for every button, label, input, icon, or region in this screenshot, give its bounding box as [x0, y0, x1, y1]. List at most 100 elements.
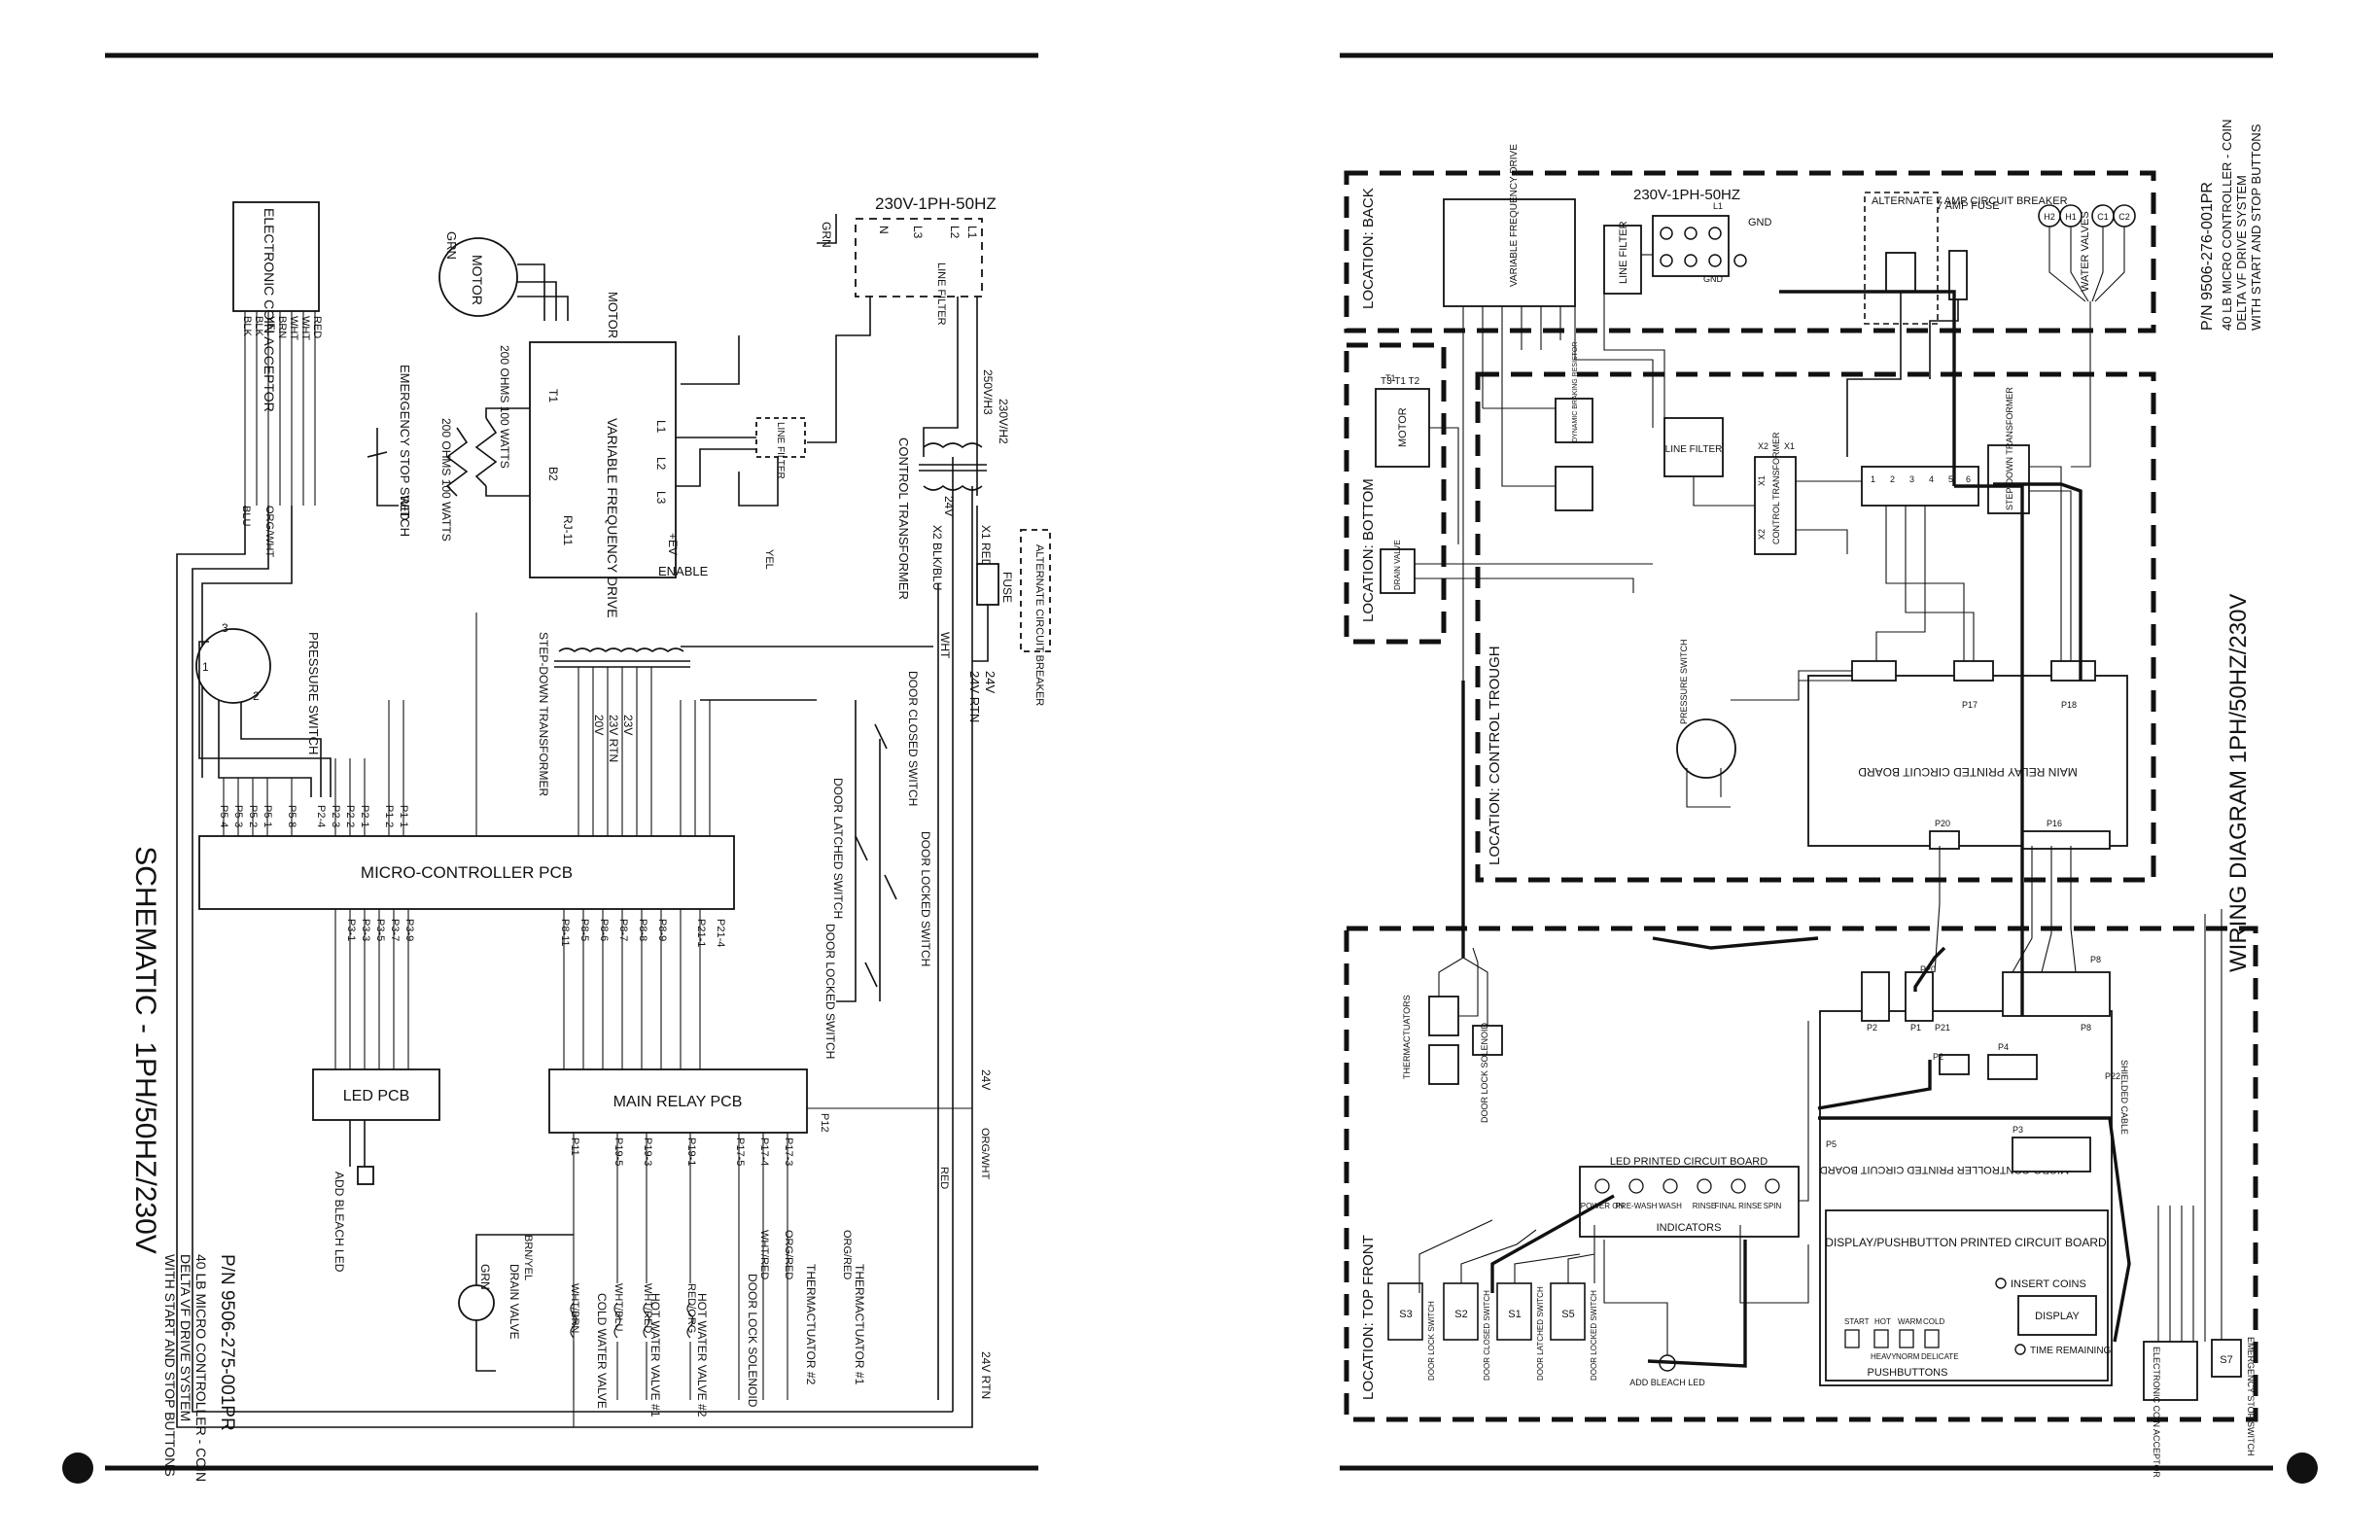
svg-text:P3: P3 [2012, 1125, 2023, 1135]
schematic-part-block: P/N 9506-275-001PR 40 LB MICRO CONTROLLE… [162, 1254, 237, 1482]
svg-text:P22: P22 [2105, 1071, 2120, 1081]
svg-text:HOT: HOT [1874, 1317, 1891, 1326]
schematic-note-1: 40 LB MICRO CONTROLLER - COIN [193, 1254, 209, 1482]
svg-text:P3-1: P3-1 [345, 919, 357, 941]
schematic-wire-labels: BLK BLK YEL BRN WHT WHT RED BLU ORG/WHT … [240, 316, 991, 1333]
svg-text:THERMACTUATOR #1: THERMACTUATOR #1 [853, 1264, 866, 1385]
svg-text:P5-8: P5-8 [286, 805, 298, 827]
location-back-label: LOCATION: BACK [1360, 188, 1377, 309]
svg-text:200 OHMS 100 WATTS: 200 OHMS 100 WATTS [439, 418, 453, 542]
wiring-door-switches: S3 S2 S1 S5 DOOR LOCK SWITCH DOOR CLOSED… [1387, 1282, 1598, 1381]
svg-text:2: 2 [1890, 474, 1895, 484]
svg-text:2: 2 [253, 689, 260, 703]
svg-text:P17-3: P17-3 [783, 1138, 794, 1166]
svg-text:POWER ON: POWER ON [1581, 1202, 1625, 1210]
svg-text:S2: S2 [1454, 1309, 1467, 1320]
svg-text:P5-4: P5-4 [218, 805, 229, 827]
location-bottom-box [1344, 342, 1447, 645]
svg-text:SHIELDED CABLE: SHIELDED CABLE [2119, 1060, 2129, 1135]
location-trough-label: LOCATION: CONTROL TROUGH [1487, 646, 1503, 865]
wiring-motor: MOTOR T3 T1 T2 DRAIN VALVE [1375, 376, 1430, 594]
svg-text:L2: L2 [654, 457, 668, 471]
svg-text:DOOR LOCKED SWITCH: DOOR LOCKED SWITCH [919, 831, 932, 966]
location-trough-box [1475, 371, 2156, 883]
svg-text:S3: S3 [1399, 1309, 1412, 1320]
svg-text:ORG/WHT: ORG/WHT [979, 1128, 991, 1179]
svg-text:ALTERNATE 7 AMP CIRCUIT BREAKE: ALTERNATE 7 AMP CIRCUIT BREAKER [1872, 195, 2068, 207]
svg-text:P3-7: P3-7 [389, 919, 401, 941]
schematic-control-transformer: CONTROL TRANSFORMER 230V/H2 250V/H3 24V … [896, 369, 1010, 600]
svg-text:C1: C1 [2097, 212, 2109, 222]
svg-text:P8: P8 [2090, 955, 2101, 964]
svg-text:24V: 24V [983, 671, 998, 693]
svg-text:250V/H3: 250V/H3 [981, 369, 995, 415]
svg-text:GRN: GRN [444, 231, 459, 260]
svg-text:P16: P16 [2047, 819, 2062, 828]
svg-text:BLK: BLK [241, 316, 253, 336]
svg-text:EMERGENCY STOP SWITCH: EMERGENCY STOP SWITCH [2246, 1337, 2256, 1456]
svg-text:COLD: COLD [1923, 1317, 1944, 1326]
micro-controller-pcb: MICRO-CONTROLLER PCB P1-1 P1-2 P2-1 P2-2… [198, 612, 735, 1069]
svg-text:20V: 20V [592, 715, 606, 735]
svg-text:H1: H1 [2065, 212, 2077, 222]
svg-text:GRN: GRN [820, 222, 833, 248]
svg-text:PRESSURE SWITCH: PRESSURE SWITCH [306, 632, 321, 754]
svg-text:40 LB MICRO CONTROLLER - COIN: 40 LB MICRO CONTROLLER - COIN [2220, 120, 2234, 331]
main-relay-pcb: MAIN RELAY PCB P11 P19-5 P19-3 P19-1 P17… [548, 1068, 993, 1427]
svg-text:X2 BLK/BLU: X2 BLK/BLU [930, 525, 944, 590]
wiring-led-board: LED PRINTED CIRCUIT BOARD POWER ON PRE-W… [1579, 1156, 1800, 1238]
svg-text:P8: P8 [2081, 1023, 2091, 1032]
svg-text:P5-1: P5-1 [262, 805, 273, 827]
svg-text:MICRO-CONTROLLER PRINTED CIRCU: MICRO-CONTROLLER PRINTED CIRCUIT BOARD [1820, 1164, 2070, 1175]
wiring-breaker-fuse: ALTERNATE 7 AMP CIRCUIT BREAKER 7 AMP FU… [1846, 192, 2068, 457]
svg-text:ENABLE: ENABLE [658, 564, 709, 578]
svg-text:3: 3 [1909, 474, 1914, 484]
svg-text:GRN: GRN [478, 1264, 492, 1290]
svg-text:WHT/RED: WHT/RED [758, 1230, 770, 1279]
svg-text:ALTERNATE CIRCUIT BREAKER: ALTERNATE CIRCUIT BREAKER [1033, 544, 1045, 706]
svg-text:P8-5: P8-5 [578, 919, 590, 941]
svg-text:FINAL RINSE: FINAL RINSE [1714, 1202, 1762, 1210]
svg-text:24V: 24V [942, 496, 956, 516]
svg-text:GND: GND [1703, 274, 1724, 284]
svg-text:P17-5: P17-5 [734, 1138, 746, 1166]
svg-text:RED: RED [938, 1167, 950, 1189]
svg-text:DOOR LATCHED SWITCH: DOOR LATCHED SWITCH [1536, 1286, 1545, 1381]
svg-text:+EV: +EV [666, 533, 680, 555]
svg-text:DELICATE: DELICATE [1921, 1352, 1959, 1361]
svg-text:THERMACTUATOR #2: THERMACTUATOR #2 [804, 1264, 818, 1385]
wiring-back-filter: LINE FILTER 230V-1PH-50HZ GND [1603, 187, 1772, 295]
svg-text:WHT: WHT [299, 316, 311, 340]
svg-text:WITH START AND STOP BUTTONS: WITH START AND STOP BUTTONS [2249, 123, 2263, 331]
svg-text:NORM: NORM [1896, 1352, 1920, 1361]
svg-text:LED PRINTED CIRCUIT BOARD: LED PRINTED CIRCUIT BOARD [1610, 1156, 1768, 1168]
svg-text:S7: S7 [2220, 1354, 2232, 1366]
svg-text:X1: X1 [1757, 475, 1767, 486]
svg-text:P8-7: P8-7 [617, 919, 629, 941]
wiring-thin-runs [1415, 254, 2077, 1304]
svg-text:VARIABLE FREQUENCY DRIVE: VARIABLE FREQUENCY DRIVE [1509, 144, 1520, 287]
svg-text:LINE FILTER: LINE FILTER [935, 262, 947, 326]
svg-text:C2: C2 [2118, 212, 2130, 222]
schematic-note-2: DELTA VF DRIVE SYSTEM [178, 1254, 193, 1421]
svg-text:FUSE: FUSE [1000, 572, 1014, 603]
svg-text:P1-1: P1-1 [398, 805, 409, 827]
svg-text:P2-3: P2-3 [330, 805, 341, 827]
svg-text:START: START [1844, 1317, 1870, 1326]
svg-text:WATER VALVES: WATER VALVES [2080, 211, 2091, 292]
svg-text:MOTOR: MOTOR [470, 255, 485, 305]
svg-text:P8-6: P8-6 [598, 919, 610, 941]
svg-text:CONTROL TRANSFORMER: CONTROL TRANSFORMER [896, 438, 911, 600]
svg-text:X1 RED: X1 RED [979, 525, 993, 568]
svg-text:YEL: YEL [763, 549, 775, 570]
svg-text:MAIN RELAY PCB: MAIN RELAY PCB [613, 1094, 743, 1110]
emergency-stop-switch: EMERGENCY STOP SWITCH RED [367, 365, 412, 537]
svg-text:P20: P20 [1920, 964, 1936, 974]
micro-bottom-pins [334, 909, 701, 1069]
svg-text:5: 5 [1948, 474, 1953, 484]
led-pcb: LED PCB ADD BLEACH LED [312, 1068, 440, 1273]
schematic-note-3: WITH START AND STOP BUTTONS [162, 1254, 178, 1477]
svg-text:DOOR LATCHED SWITCH: DOOR LATCHED SWITCH [831, 778, 845, 919]
svg-text:L3: L3 [911, 226, 925, 239]
